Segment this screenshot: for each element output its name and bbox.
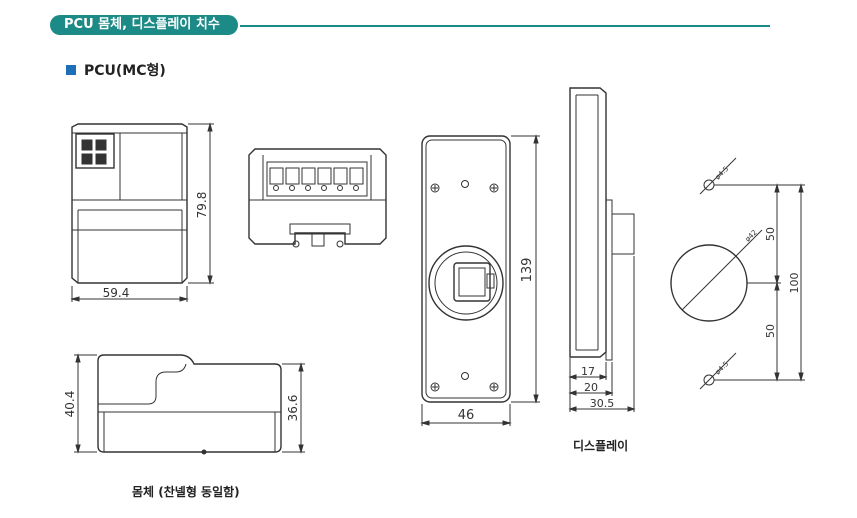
body-side-view [74,353,305,455]
mount-upper-spacing-label: 50 [764,227,777,241]
square-bullet-icon [66,65,76,75]
body-front-view [70,122,214,302]
display-front-view [420,134,540,426]
mount-hole-bottom-label: ø4.5 [714,360,731,377]
mount-center-hole-label: ø42 [744,228,759,243]
body-caption: 몸체 (찬넬형 동일함) [132,485,240,499]
mount-total-spacing-label: 100 [788,273,801,294]
body-side-height-right-label: 36.6 [286,395,300,422]
screw-hole-icon [430,183,499,392]
section-header: PCU 몸체, 디스플레이 치수 [50,13,770,37]
display-depth-a-label: 17 [581,365,595,378]
subsection-title: PCU(MC형) [66,60,166,80]
display-depth-c-label: 30.5 [590,397,615,410]
subsection-title-text: PCU(MC형) [84,63,166,79]
body-front-height-label: 79.8 [195,192,209,219]
display-side-view [568,87,636,412]
display-front-height-label: 139 [520,258,535,283]
display-front-width-label: 46 [458,408,475,423]
section-header-title: PCU 몸체, 디스플레이 치수 [50,15,238,35]
mount-hole-top-label: ø4.5 [714,165,731,182]
section-header-rule [240,25,770,27]
body-terminal-view [248,148,387,248]
display-caption: 디스플레이 [573,439,629,453]
body-front-width-label: 59.4 [103,286,130,300]
terminal-block [269,167,364,191]
mount-template [670,157,805,390]
connector-block [75,133,115,169]
mount-lower-spacing-label: 50 [764,324,777,338]
body-side-height-left-label: 40.4 [63,391,77,418]
display-depth-b-label: 20 [584,381,598,394]
